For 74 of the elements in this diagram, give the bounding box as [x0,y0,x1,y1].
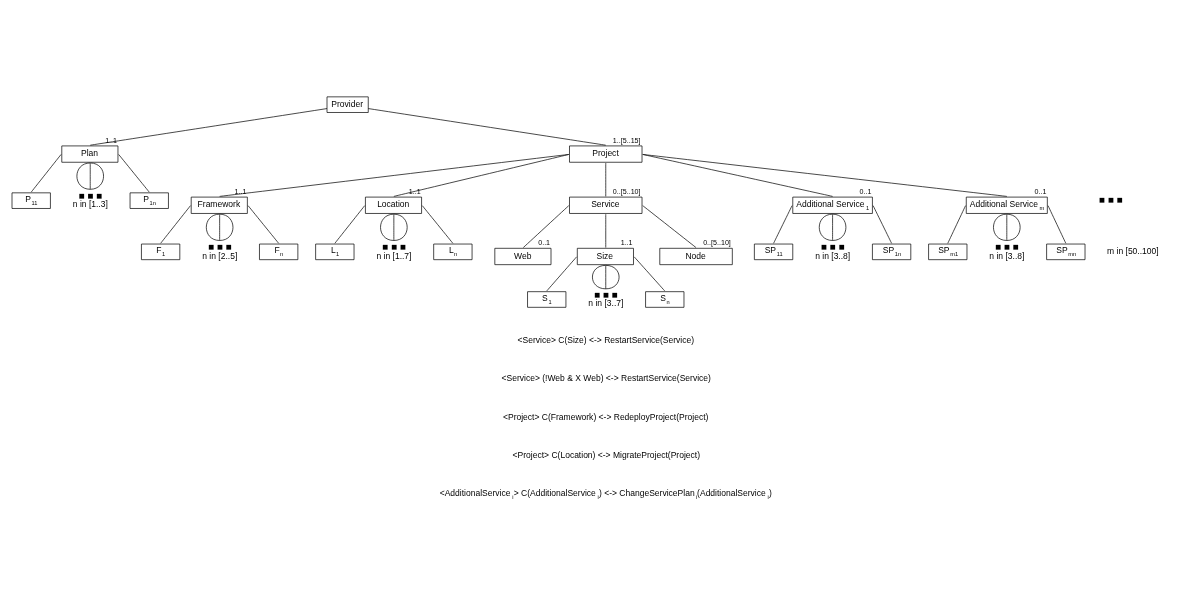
node-text: ■ ■ ■ n in [1..3] [72,189,108,210]
connector [118,154,150,193]
connector [421,205,454,244]
connector [205,213,220,241]
node-box: SP$_{11}$ [754,243,794,261]
connector [832,213,833,241]
node-text: ■ ■ ■ n in [3..7] [588,288,624,309]
node-box: SP$_{mn}$ [1046,243,1086,261]
connector [247,205,279,244]
label: m in [50..100] [1107,246,1159,257]
node-box: Provider [326,96,369,113]
node-box: S$_{n}$ [645,291,685,308]
node-box: S$_{1}$ [527,291,567,308]
node-box: F$_{n}$ [259,243,299,261]
node-box: Service [569,196,643,214]
connector [832,213,847,241]
connector [642,205,697,248]
label: <Project> C(Location) <-> MigrateProject(Project) [512,450,701,461]
node-box: L$_{n}$ [433,243,473,261]
connector [89,108,328,146]
connector [219,213,220,241]
connector [76,162,91,190]
connector [592,265,607,290]
connector [947,205,966,244]
node-box: Project [569,145,643,163]
node-text: ■ ■ ■ n in [3..8] [815,240,851,261]
label: <Project> C(Framework) <-> RedeployProject(Project) [503,411,709,422]
node-box: SP$_{m1}$ [928,243,968,261]
connector [89,162,104,190]
connector [334,205,366,244]
node-box: Location [365,196,422,214]
connector [605,213,607,248]
node-box: Plan [61,145,119,163]
connector [380,213,395,241]
label: <Service> C(Size) <-> RestartService(Service) [517,334,695,345]
node-box: Additional Service$_{1}$ [792,196,873,214]
connector [393,213,395,241]
node-box: P$_{1n}$ [129,192,169,209]
connector [993,213,1008,241]
label: <Service> (!Web & X Web) <-> RestartService(Service) [501,373,711,384]
node-box: Size [576,247,634,265]
label: <AdditionalService$_{i}$> C(AdditionalService$_{i}$) <-> ChangeServicePlan$_{i}$(AdditionalService$_{i}$) [439,487,772,500]
connector [393,154,570,197]
connector [633,256,666,292]
connector [642,154,1008,197]
connector [642,154,833,197]
connector [30,154,62,193]
node-box: Framework [190,196,248,214]
connector [393,213,408,241]
connector [160,205,191,244]
node-box: P$_{11}$ [11,192,51,209]
connector [89,162,91,190]
node-text: ■ ■ ■ n in [1..7] [376,240,412,261]
label: ■ ■ ■ [1098,194,1123,206]
connector [522,205,570,248]
node-box: Node [659,247,733,265]
connector [219,154,570,197]
connector [1006,213,1021,241]
node-box: Web [494,247,552,265]
connector [367,108,607,146]
node-box: F$_{1}$ [141,243,181,261]
connector [605,265,620,290]
connector [605,265,607,290]
node-text: ■ ■ ■ n in [3..8] [989,240,1025,261]
connector [219,213,234,241]
connector [1047,205,1067,244]
node-text: ■ ■ ■ n in [2..5] [202,240,238,261]
node-box: L$_{1}$ [315,243,355,261]
connector [1006,213,1008,241]
node-box: Additional Service$_{m}$ [965,196,1048,214]
connector [818,213,833,241]
connector [546,256,577,292]
node-box: SP$_{1n}$ [872,243,912,261]
connector [872,205,892,244]
